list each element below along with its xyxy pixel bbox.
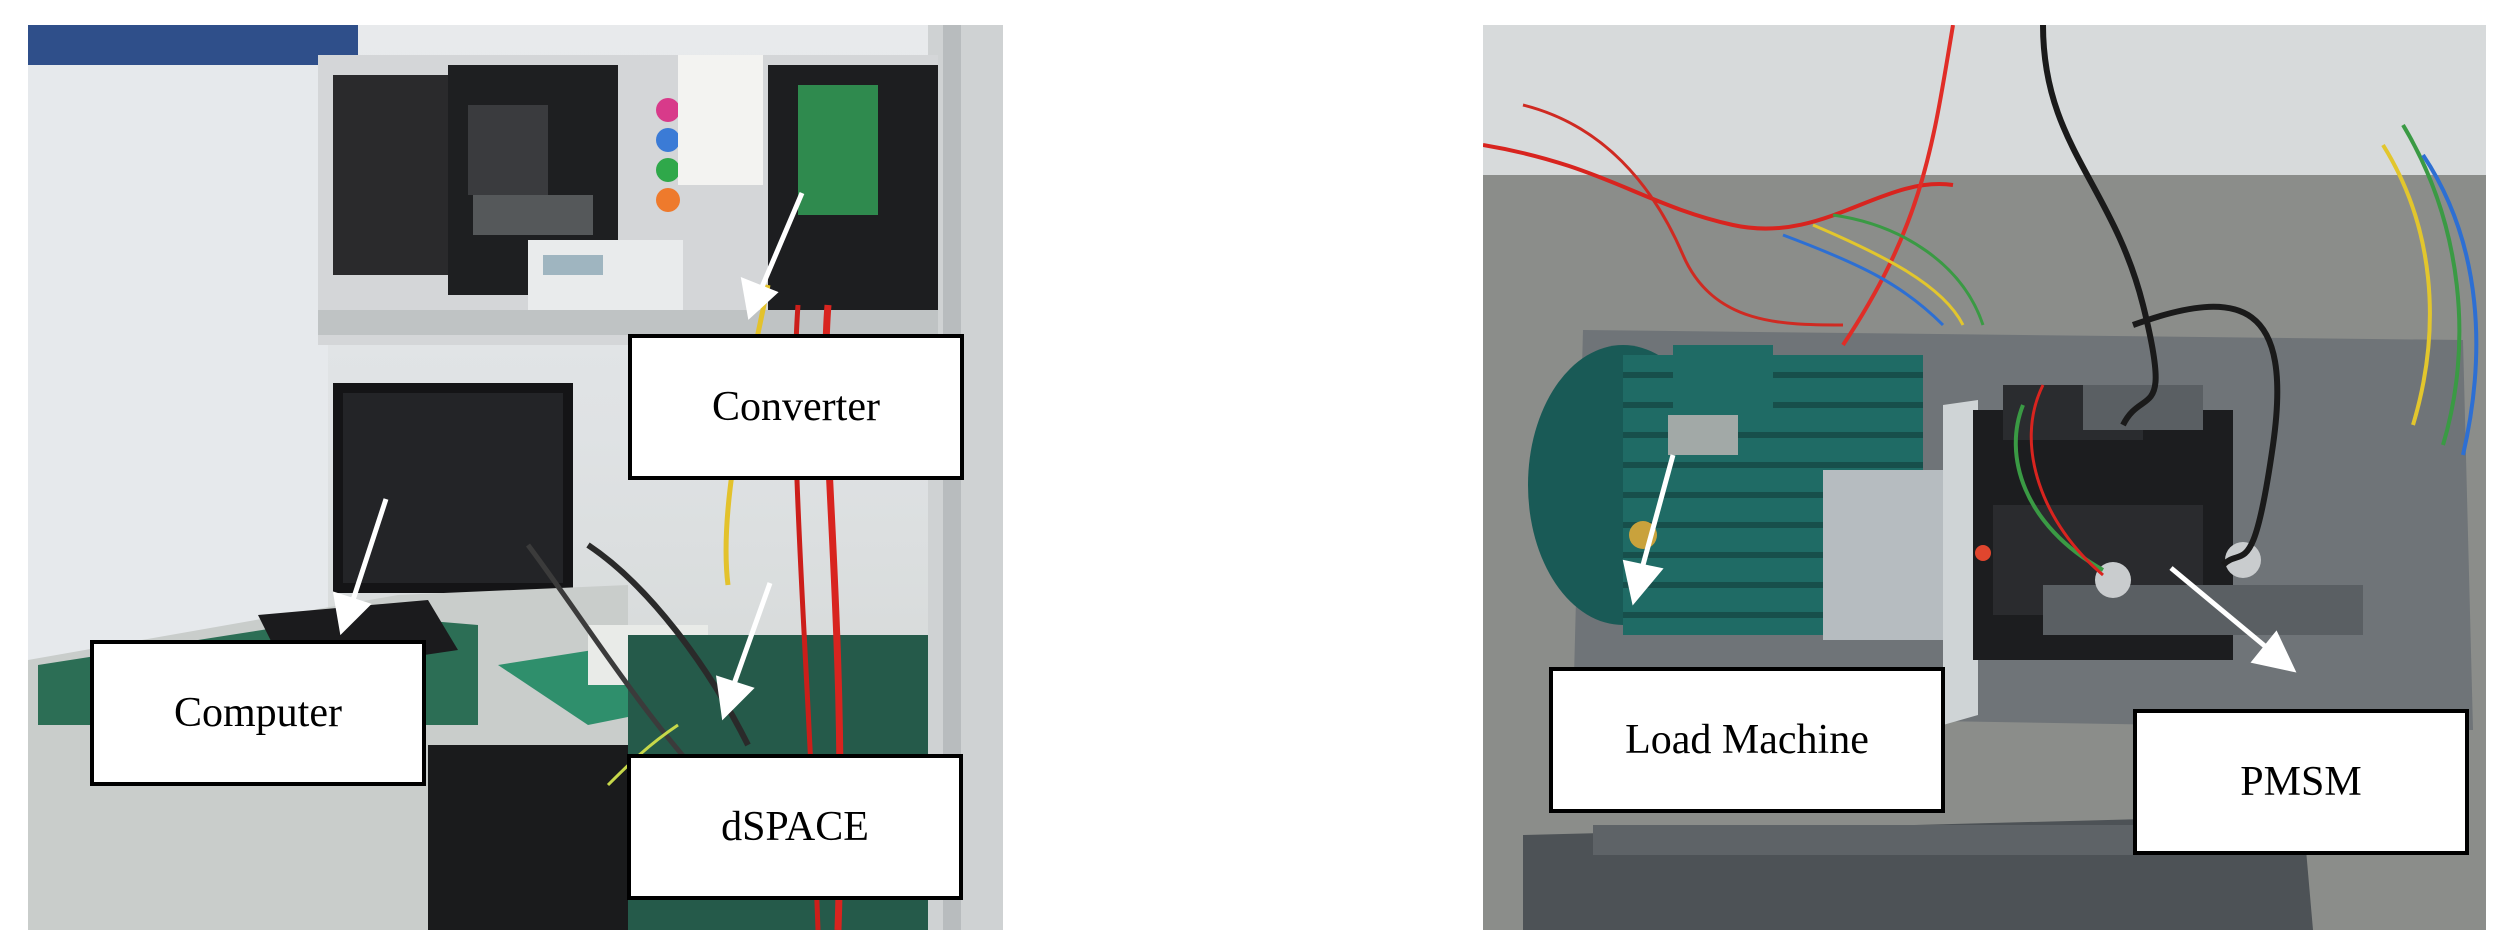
label-converter-text: Converter [712,384,880,430]
arrow-converter [740,192,805,320]
label-computer: Computer [90,640,426,786]
arrow-load-machine [1622,454,1676,606]
label-computer-text: Computer [174,690,342,736]
label-load-machine-text: Load Machine [1625,717,1869,763]
arrow-pmsm [2169,566,2297,673]
label-pmsm-text: PMSM [2240,759,2362,805]
label-converter: Converter [628,334,964,480]
label-dspace-text: dSPACE [721,804,869,850]
arrow-computer [332,498,389,636]
label-pmsm: PMSM [2133,709,2469,855]
arrow-dspace [715,582,773,721]
label-load-machine: Load Machine [1549,667,1945,813]
label-dspace: dSPACE [627,754,963,900]
